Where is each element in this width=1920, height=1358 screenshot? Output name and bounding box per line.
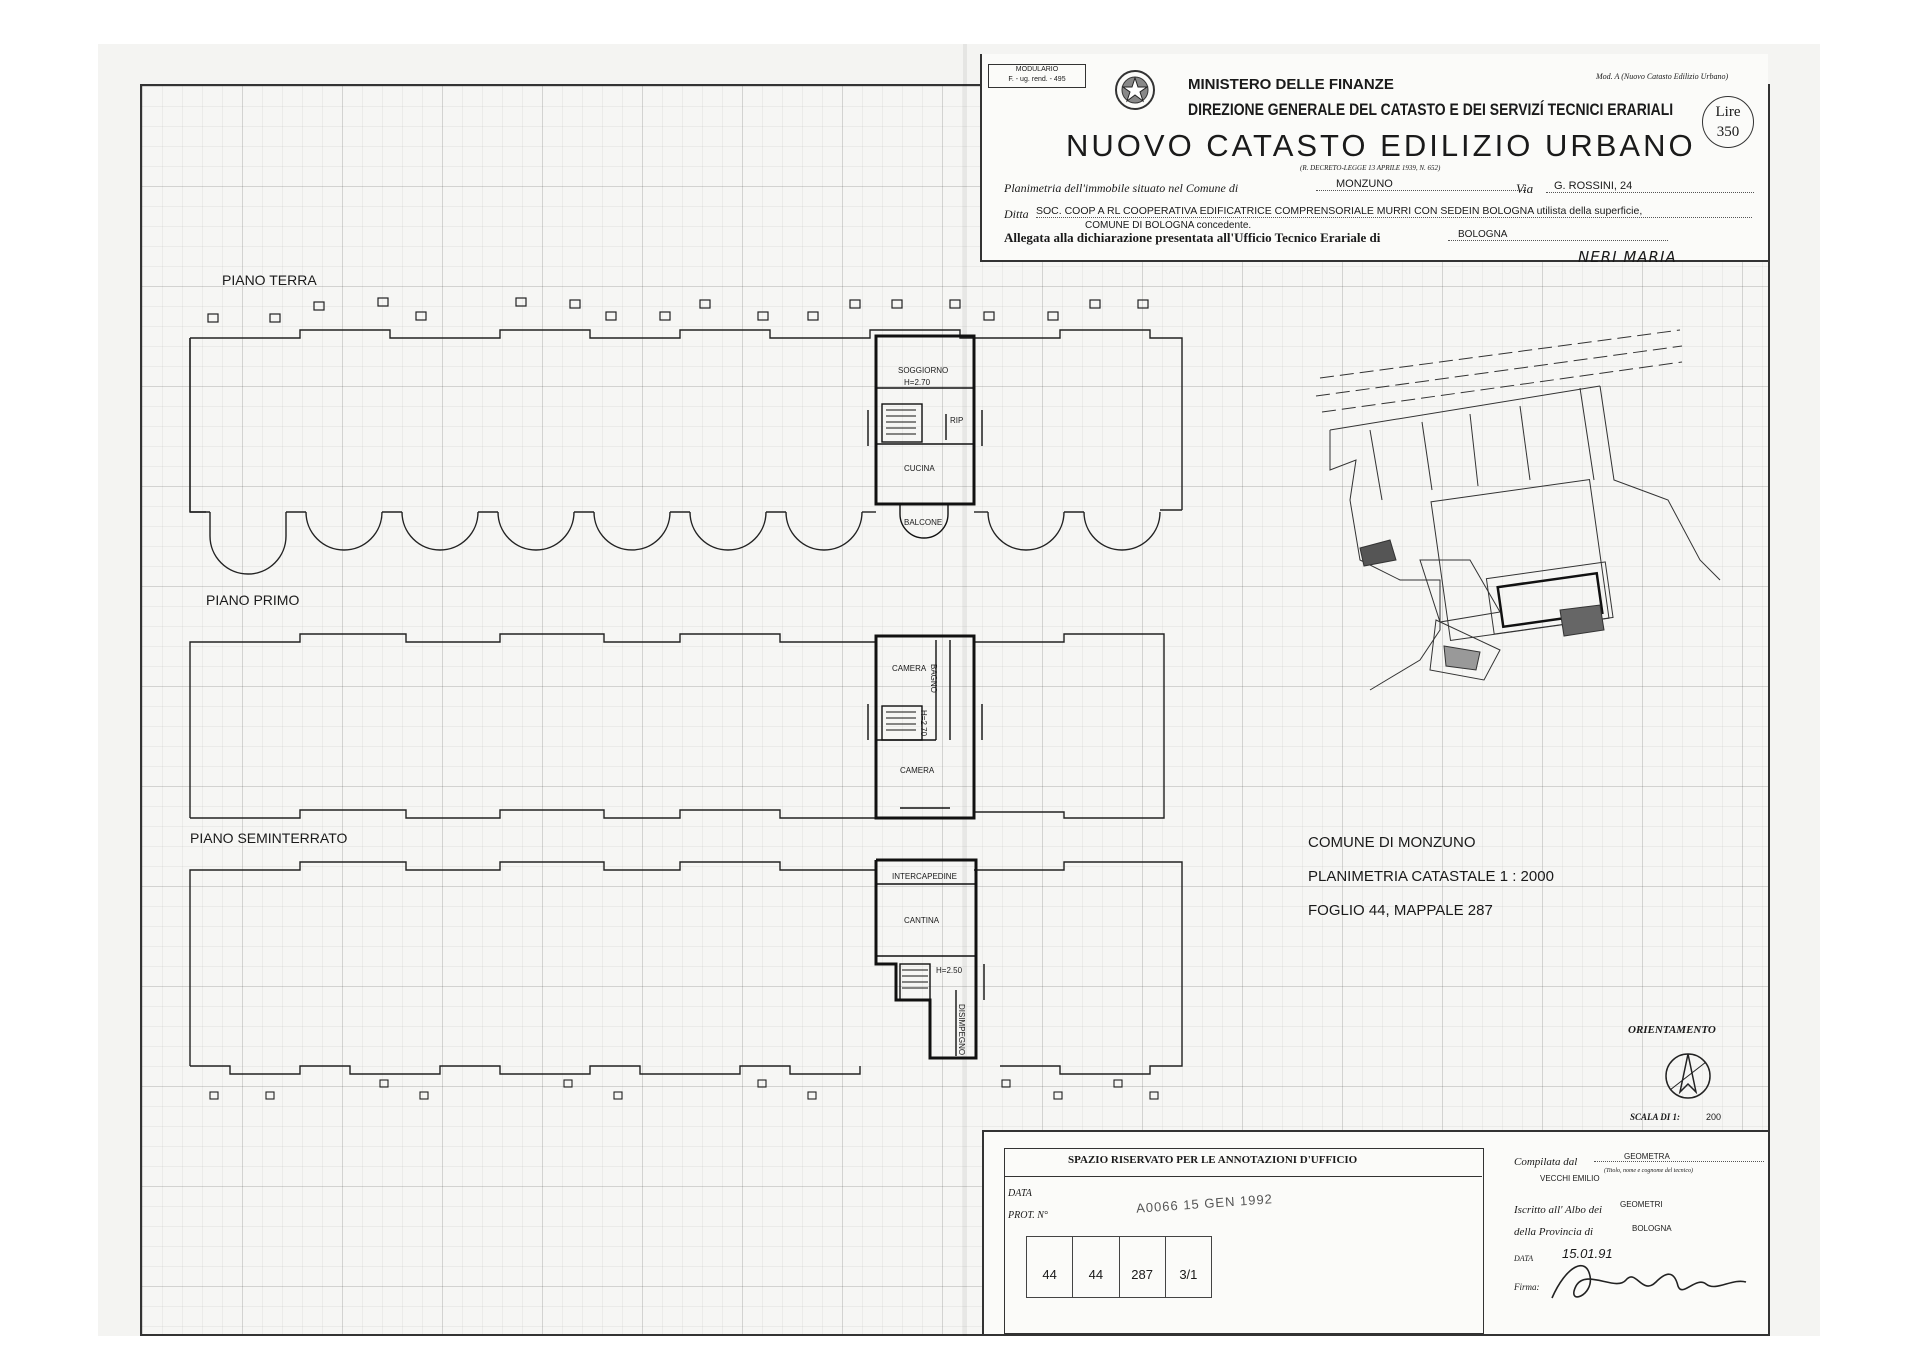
unit-primo-outline — [874, 634, 976, 820]
room-cantina-height: H=2.50 — [936, 966, 963, 975]
annotations-title-bar — [1004, 1148, 1482, 1177]
room-bagno: BAGNO — [929, 664, 938, 693]
annotations-title: SPAZIO RISERVATO PER LE ANNOTAZIONI D'UF… — [1068, 1154, 1358, 1166]
ufficio-value: BOLOGNA — [1448, 229, 1668, 241]
site-map — [1315, 329, 1721, 691]
cell-foglio: 44 — [1073, 1237, 1120, 1297]
provincia-label: della Provincia di — [1514, 1226, 1594, 1238]
room-balcone: BALCONE — [904, 518, 943, 527]
room-cucina: CUCINA — [904, 464, 935, 473]
room-primo-height: H=2.70 — [919, 710, 928, 737]
modulario-box: MODULARIO F. - ug. rend. - 495 — [988, 64, 1086, 88]
cell-mappale: 287 — [1120, 1237, 1166, 1297]
planimetria-label: Planimetria dell'immobile situato nel Co… — [1004, 181, 1239, 195]
comune-value: MONZUNO — [1316, 178, 1526, 191]
modulario-sub: F. - ug. rend. - 495 — [1008, 76, 1066, 83]
republic-emblem-icon — [1115, 70, 1155, 110]
ditta-line2: COMUNE DI BOLOGNA concedente. — [1085, 220, 1252, 231]
annotations-panel — [982, 1130, 1768, 1334]
map-info-foglio: FOGLIO 44, MAPPALE 287 — [1308, 902, 1493, 919]
compiler-title: GEOMETRA — [1594, 1152, 1764, 1162]
scale-label: SCALA DI 1: — [1630, 1112, 1681, 1122]
firma-label: Firma: — [1514, 1282, 1540, 1292]
room-camera-1: CAMERA — [892, 664, 927, 673]
compiler-hint: (Titolo, nome e cognome del tecnico) — [1604, 1168, 1693, 1174]
map-info-comune: COMUNE DI MONZUNO — [1308, 834, 1476, 851]
fold-line — [963, 44, 967, 1336]
provincia-value: BOLOGNA — [1632, 1224, 1672, 1233]
piano-primo-plan — [189, 633, 1165, 819]
mod-a-label: Mod. A (Nuovo Catasto Edilizio Urbano) — [1596, 72, 1729, 81]
annotations-prot-label: PROT. N° — [1008, 1210, 1048, 1221]
floor-label-seminterrato: PIANO SEMINTERRATO — [190, 830, 348, 846]
unit-terra-outline — [874, 334, 976, 506]
room-disimpegno: DISIMPEGNO — [957, 1004, 966, 1056]
decree-reference: (R. DECRETO-LEGGE 13 APRILE 1939, N. 652… — [1300, 164, 1441, 172]
map-info-planimetria: PLANIMETRIA CATASTALE 1 : 2000 — [1308, 868, 1554, 885]
scale-value: 200 — [1706, 1112, 1722, 1122]
piano-terra-plan — [189, 297, 1183, 575]
ditta-value: SOC. COOP A RL COOPERATIVA EDIFICATRICE … — [1036, 205, 1752, 218]
allegata-label: Allegata alla dichiarazione presentata a… — [1004, 230, 1381, 245]
compass-icon — [1665, 1053, 1711, 1099]
compiler-name: VECCHI EMILIO — [1540, 1174, 1600, 1183]
lire-label: Lire — [1715, 104, 1741, 120]
lire-badge: Lire 350 — [1702, 96, 1754, 148]
ditta-label: Ditta — [1004, 207, 1029, 221]
room-soggiorno-height: H=2.70 — [904, 378, 931, 387]
via-label: Via — [1516, 181, 1534, 196]
orientation-label: ORIENTAMENTO — [1628, 1024, 1716, 1036]
modulario-label: MODULARIO — [1015, 66, 1059, 73]
signature-icon — [1551, 1264, 1747, 1299]
room-rip: RIP — [950, 416, 964, 425]
lire-value: 350 — [1716, 124, 1740, 140]
document-title: NUOVO CATASTO EDILIZIO URBANO — [1066, 128, 1696, 163]
albo-value: GEOMETRI — [1620, 1200, 1663, 1209]
piano-seminterrato-plan — [189, 861, 1183, 1100]
compilata-label: Compilata dal — [1514, 1156, 1578, 1168]
floor-label-primo: PIANO PRIMO — [206, 592, 300, 608]
room-intercapedine: INTERCAPEDINE — [892, 872, 957, 881]
drawing-grid — [140, 84, 1770, 1336]
compiler-date: 15.01.91 — [1562, 1246, 1613, 1261]
annotations-box — [1004, 1148, 1484, 1334]
floor-label-terra: PIANO TERRA — [222, 272, 317, 288]
cadastral-cells: 44 44 287 3/1 — [1026, 1236, 1212, 1298]
cell-subalterno: 3/1 — [1179, 1267, 1198, 1282]
via-value: G. ROSSINI, 24 — [1546, 180, 1754, 193]
cell-sezione: 44 — [1027, 1237, 1074, 1297]
document-header — [980, 54, 1768, 262]
room-cantina: CANTINA — [904, 916, 940, 925]
compiler-data-label: DATA — [1514, 1254, 1534, 1263]
ministry-name: MINISTERO DELLE FINANZE — [1188, 76, 1394, 93]
room-soggiorno: SOGGIORNO — [898, 366, 949, 375]
iscritto-label: Iscritto all' Albo dei — [1514, 1204, 1603, 1216]
annotations-data-label: DATA — [1008, 1188, 1032, 1199]
room-camera-2: CAMERA — [900, 766, 935, 775]
direction-name: DIREZIONE GENERALE DEL CATASTO E DEI SER… — [1188, 100, 1674, 119]
owner-handwritten: NERI MARIA — [1578, 248, 1677, 266]
